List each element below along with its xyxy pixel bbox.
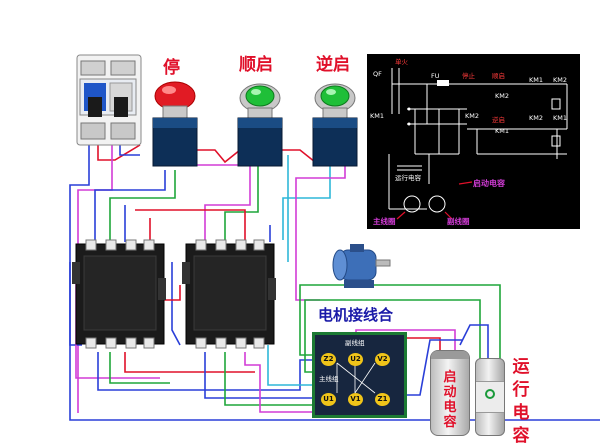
wire bbox=[171, 262, 181, 346]
schem-km2-c: KM2 bbox=[495, 92, 510, 100]
start-capacitor-text: 启动电容 bbox=[443, 370, 457, 430]
wire bbox=[94, 170, 166, 240]
terminal-box-header: 副线组 bbox=[345, 339, 365, 347]
motor bbox=[332, 244, 391, 288]
schem-start-cap: 启动电容 bbox=[473, 179, 505, 188]
schem-reverse: 逆启 bbox=[492, 116, 505, 124]
run-capacitor-text: 运行电容 bbox=[512, 357, 530, 443]
reverse-start-label: 逆启 bbox=[316, 55, 350, 75]
schem-run-cap: 运行电容 bbox=[395, 174, 421, 182]
start-capacitor-label: 启动电容 bbox=[439, 370, 461, 430]
forward-start-label: 顺启 bbox=[239, 55, 273, 75]
terminal-u2: U2 bbox=[348, 353, 363, 366]
schematic-panel: QF 单火 FU 停止 顺启 逆启 KM1 KM2 KM1 KM2 KM2 KM… bbox=[367, 54, 580, 229]
wire bbox=[204, 352, 330, 399]
wire bbox=[109, 352, 170, 384]
wire bbox=[405, 339, 462, 396]
schem-main-winding: 主线圈 bbox=[373, 217, 396, 226]
schem-forward: 顺启 bbox=[492, 72, 505, 80]
wire bbox=[244, 352, 382, 413]
wire bbox=[69, 143, 600, 421]
circuit-breaker bbox=[76, 54, 142, 146]
wire bbox=[282, 165, 331, 240]
wire bbox=[124, 352, 255, 373]
wire bbox=[299, 284, 501, 362]
schem-km2-b: KM2 bbox=[465, 112, 480, 120]
schem-phase: 单火 bbox=[395, 58, 408, 66]
schematic-drawing bbox=[388, 68, 568, 220]
schem-qf: QF bbox=[373, 70, 382, 78]
start-capacitor-cap bbox=[431, 351, 469, 359]
wire bbox=[267, 345, 312, 386]
wire bbox=[295, 165, 346, 301]
schem-km2-d: KM2 bbox=[529, 114, 544, 122]
run-capacitor-logo-icon bbox=[485, 389, 495, 399]
wire bbox=[97, 352, 330, 391]
schem-km1-c: KM1 bbox=[495, 127, 510, 135]
wire bbox=[190, 149, 241, 164]
terminal-box-sub: 主线组 bbox=[319, 375, 339, 383]
terminal-z1: Z1 bbox=[375, 393, 390, 406]
contactor-km2 bbox=[182, 239, 276, 349]
terminal-v1: V1 bbox=[348, 393, 363, 406]
wire bbox=[97, 143, 141, 161]
start-capacitor bbox=[430, 350, 470, 436]
schem-km1-d: KM1 bbox=[553, 114, 568, 122]
forward-start-button[interactable] bbox=[230, 78, 290, 173]
wire bbox=[109, 170, 176, 240]
wire bbox=[135, 209, 246, 242]
schem-fu: FU bbox=[431, 72, 440, 80]
schem-stop: 停止 bbox=[462, 72, 475, 80]
reverse-start-button[interactable] bbox=[305, 78, 365, 173]
contactor-km1 bbox=[72, 239, 166, 349]
schem-km1-a: KM1 bbox=[529, 76, 544, 84]
schem-km1-b: KM1 bbox=[370, 112, 385, 120]
terminal-v2: V2 bbox=[375, 353, 390, 366]
wire bbox=[119, 143, 140, 156]
run-capacitor-label: 运行电容 bbox=[512, 356, 532, 443]
motor-terminal-box: 副线组 主线组 Z2 U2 V2 U1 V1 Z1 bbox=[312, 332, 407, 418]
wire bbox=[69, 262, 82, 346]
terminal-z2: Z2 bbox=[321, 353, 336, 366]
stop-label: 停 bbox=[163, 58, 180, 78]
schem-aux-winding: 副线圈 bbox=[447, 217, 470, 226]
wire bbox=[224, 165, 259, 240]
terminal-u1: U1 bbox=[321, 393, 336, 406]
wire bbox=[190, 164, 251, 240]
wire bbox=[459, 324, 489, 362]
run-capacitor bbox=[475, 358, 505, 436]
terminal-box-wiring bbox=[336, 362, 376, 394]
stop-button[interactable] bbox=[145, 78, 205, 173]
wire bbox=[224, 352, 355, 406]
schem-km2-a: KM2 bbox=[553, 76, 568, 84]
motor-terminal-box-title: 电机接线合 bbox=[318, 306, 394, 324]
